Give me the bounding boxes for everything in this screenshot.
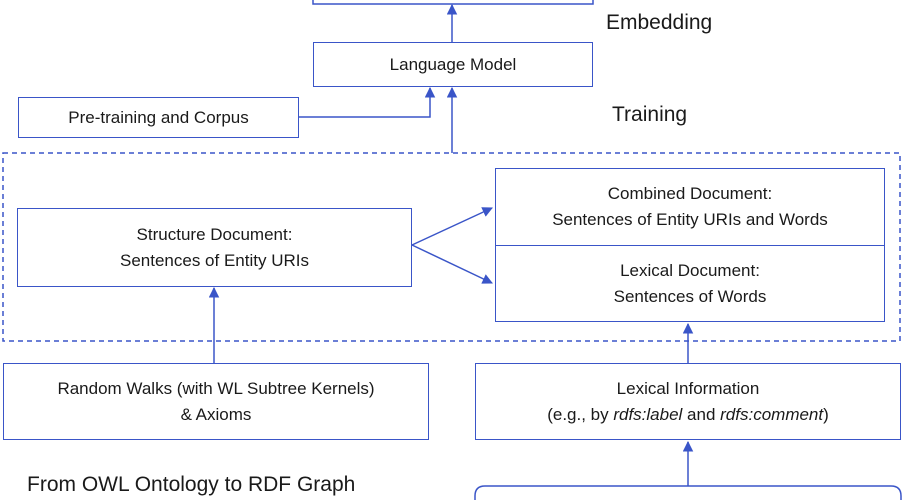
rdfs-label-term: rdfs:label — [613, 404, 683, 424]
lexinfo-part-a: (e.g., by — [547, 404, 614, 424]
lexinfo-part-e: ) — [823, 404, 829, 424]
embedding-output-box — [312, 0, 594, 5]
pretraining-corpus-label: Pre-training and Corpus — [68, 107, 249, 127]
structure-document-box: Structure Document: Sentences of Entity … — [17, 208, 412, 287]
training-label: Training — [612, 103, 688, 126]
pretraining-corpus-box: Pre-training and Corpus — [18, 97, 299, 138]
structure-document-title: Structure Document: — [136, 224, 293, 244]
combined-document-title: Combined Document: — [607, 184, 773, 203]
arrow-structure-to-lexical — [411, 244, 493, 284]
ontology-source-box — [474, 485, 902, 500]
combined-document-subtitle: Sentences of Entity URIs and Words — [552, 210, 828, 229]
language-model-box: Language Model — [313, 42, 593, 87]
rdfs-comment-term: rdfs:comment — [720, 404, 824, 424]
arrow-pretraining-to-lm — [299, 86, 436, 118]
training-region — [2, 152, 901, 342]
structure-document-subtitle: Sentences of Entity URIs — [120, 250, 309, 270]
lexical-document-subtitle: Sentences of Words — [613, 286, 767, 306]
random-walks-title: Random Walks (with WL Subtree Kernels) — [57, 378, 375, 398]
lexical-document-title: Lexical Document: — [620, 260, 760, 280]
owl-to-rdf-label: From OWL Ontology to RDF Graph — [27, 473, 356, 496]
lexical-information-title: Lexical Information — [616, 378, 760, 398]
random-walks-subtitle: & Axioms — [180, 404, 252, 424]
lexical-information-example: (e.g., by rdfs:label and rdfs:comment) — [547, 402, 829, 428]
lexinfo-part-c: and — [682, 404, 721, 424]
embedding-label: Embedding — [606, 11, 713, 34]
combined-document-box: Combined Document: Sentences of Entity U… — [495, 168, 885, 246]
random-walks-box: Random Walks (with WL Subtree Kernels) &… — [3, 363, 429, 440]
arrow-structure-to-combined — [411, 207, 493, 246]
lexical-information-box: Lexical Information (e.g., by rdfs:label… — [475, 363, 901, 440]
language-model-label: Language Model — [389, 54, 517, 74]
lexical-document-box: Lexical Document: Sentences of Words — [495, 245, 885, 322]
